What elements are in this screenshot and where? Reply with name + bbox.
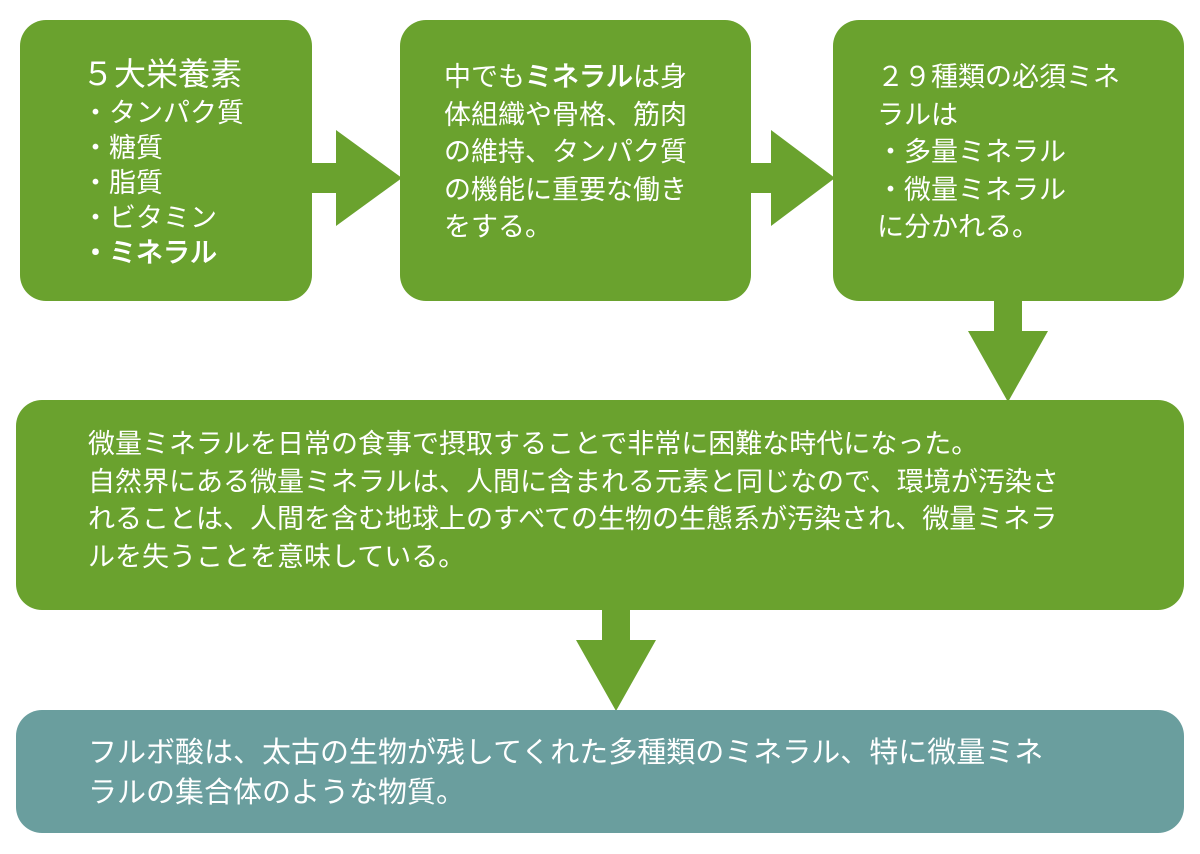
box-five-nutrients: ５大栄養素 ・タンパク質 ・糖質 ・脂質 ・ビタミン ・ミネラル — [20, 20, 312, 301]
nutrient-item-mineral: ・ミネラル — [82, 238, 217, 269]
arrow-down-icon — [968, 301, 1048, 402]
nutrient-item: ・ビタミン — [82, 203, 217, 234]
trace-mineral-line: 微量ミネラルを日常の食事で摂取することで非常に困難な時代になった。 — [88, 429, 979, 460]
text-segment: 中でも — [444, 62, 525, 93]
trace-mineral-line: 自然界にある微量ミネラルは、人間に含まれる元素と同じなので、環境が汚染さ — [88, 466, 1059, 498]
text-segment: は身 — [633, 62, 687, 93]
trace-mineral-line: れることは、人間を含む地球上のすべての生物の生態系が汚染され、微量ミネラ — [88, 504, 1058, 535]
arrow-right-icon — [312, 130, 402, 226]
mineral-emphasis: ミネラル — [525, 62, 633, 93]
essential-minerals-line: ・微量ミネラル — [877, 174, 1066, 206]
five-nutrients-title: ５大栄養素 — [82, 55, 243, 93]
nutrient-item: ・タンパク質 — [82, 98, 244, 129]
box-mineral-role: 中でもミネラルは身 体組織や骨格、筋肉 の維持、タンパク質 の機能に重要な働き … — [400, 20, 751, 301]
mineral-role-line: 体組織や骨格、筋肉 — [444, 99, 687, 131]
arrow-right-icon — [751, 130, 835, 226]
essential-minerals-line: ラルは — [877, 99, 958, 131]
box-trace-mineral-issue: 微量ミネラルを日常の食事で摂取することで非常に困難な時代になった。 自然界にある… — [16, 400, 1184, 610]
mineral-role-line: 中でもミネラルは身 — [444, 59, 751, 97]
essential-minerals-line: に分かれる。 — [877, 212, 1039, 243]
essential-minerals-line: ２９種類の必須ミネ — [877, 62, 1120, 93]
trace-mineral-line: ルを失うことを意味している。 — [88, 541, 466, 573]
nutrient-item: ・脂質 — [82, 168, 163, 199]
box-essential-minerals: ２９種類の必須ミネ ラルは ・多量ミネラル ・微量ミネラル に分かれる。 — [833, 20, 1184, 301]
fulvic-acid-line: ラルの集合体のような物質。 — [88, 775, 466, 809]
arrow-down-icon — [576, 610, 656, 711]
box-fulvic-acid: フルボ酸は、太古の生物が残してくれた多種類のミネラル、特に微量ミネ ラルの集合体… — [16, 710, 1184, 833]
fulvic-acid-line: フルボ酸は、太古の生物が残してくれた多種類のミネラル、特に微量ミネ — [88, 735, 1044, 769]
nutrient-item: ・糖質 — [82, 133, 163, 164]
essential-minerals-line: ・多量ミネラル — [877, 137, 1066, 168]
mineral-role-line: をする。 — [444, 212, 552, 243]
mineral-role-line: の機能に重要な働き — [444, 174, 687, 206]
mineral-role-line: の維持、タンパク質 — [444, 137, 687, 168]
